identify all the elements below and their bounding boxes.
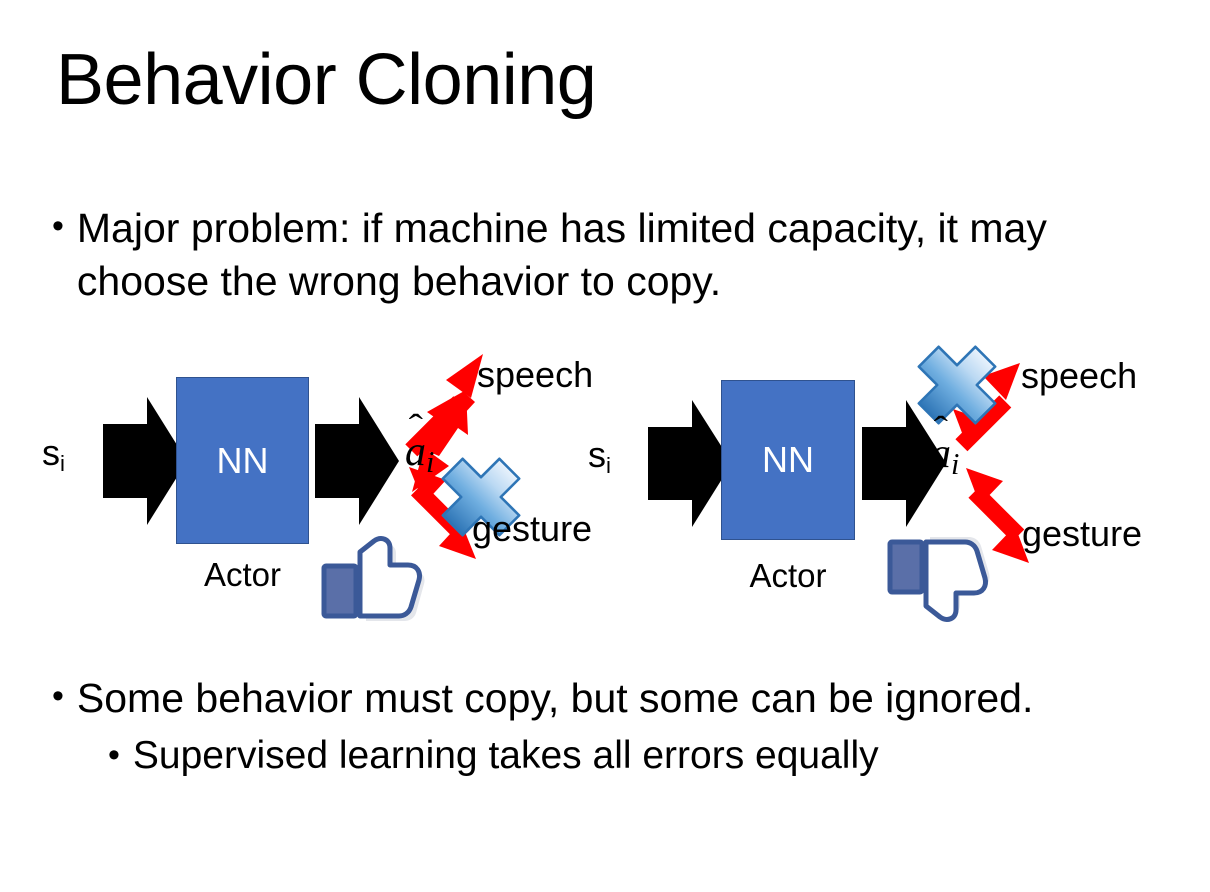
page-title: Behavior Cloning bbox=[56, 40, 597, 120]
nn-box-left: NN bbox=[176, 377, 309, 544]
action-subscript: i bbox=[426, 444, 435, 479]
actor-label-left: Actor bbox=[203, 556, 282, 593]
action-label-left: ai bbox=[405, 428, 435, 479]
bullet-text: Supervised learning takes all errors equ… bbox=[132, 734, 879, 777]
list-item: • Some behavior must copy, but some can … bbox=[52, 672, 1172, 725]
bullet-text: Some behavior must copy, but some can be… bbox=[76, 675, 1034, 721]
branch-label-speech-right: speech bbox=[1021, 355, 1138, 396]
action-symbol: a bbox=[405, 429, 426, 475]
state-label-left: si bbox=[42, 432, 65, 477]
state-label-right: si bbox=[588, 434, 611, 479]
state-subscript: i bbox=[60, 451, 65, 477]
actor-label-right: Actor bbox=[749, 557, 827, 594]
bullet-bottom-1: • Some behavior must copy, but some can … bbox=[52, 672, 1172, 725]
cross-icon-gesture-left bbox=[441, 457, 521, 537]
output-arrow-right bbox=[862, 400, 946, 527]
state-subscript: i bbox=[606, 453, 611, 479]
branch-label-speech-left: speech bbox=[477, 354, 594, 395]
bullet-top: • Major problem: if machine has limited … bbox=[52, 202, 1132, 309]
thumbs-down-icon bbox=[887, 537, 990, 622]
output-arrow-left bbox=[315, 397, 399, 525]
branch-label-gesture-left: gesture bbox=[472, 508, 593, 549]
action-label-right: ai bbox=[930, 430, 960, 481]
input-arrow-left bbox=[103, 397, 187, 525]
bullet-marker-icon: • bbox=[52, 677, 64, 715]
list-item: • Supervised learning takes all errors e… bbox=[108, 731, 1168, 782]
branch-label-gesture-right: gesture bbox=[1022, 513, 1143, 554]
nn-box-right: NN bbox=[721, 380, 855, 540]
bullet-marker-icon: • bbox=[108, 736, 120, 774]
nn-box-label: NN bbox=[762, 439, 814, 480]
branch-arrow-speech-right bbox=[953, 363, 1020, 452]
bullet-marker-icon: • bbox=[52, 207, 64, 245]
state-symbol: s bbox=[42, 432, 60, 473]
action-symbol: a bbox=[930, 431, 951, 477]
nn-box-label: NN bbox=[216, 439, 269, 481]
thumbs-up-icon bbox=[321, 536, 425, 621]
state-symbol: s bbox=[588, 434, 606, 475]
input-arrow-right bbox=[648, 400, 732, 527]
list-item: • Major problem: if machine has limited … bbox=[52, 202, 1132, 309]
bullet-bottom-2: • Supervised learning takes all errors e… bbox=[108, 731, 1168, 782]
action-subscript: i bbox=[951, 446, 960, 481]
branch-arrow-gesture-right bbox=[966, 468, 1029, 563]
bullet-text: Major problem: if machine has limited ca… bbox=[76, 205, 1047, 305]
